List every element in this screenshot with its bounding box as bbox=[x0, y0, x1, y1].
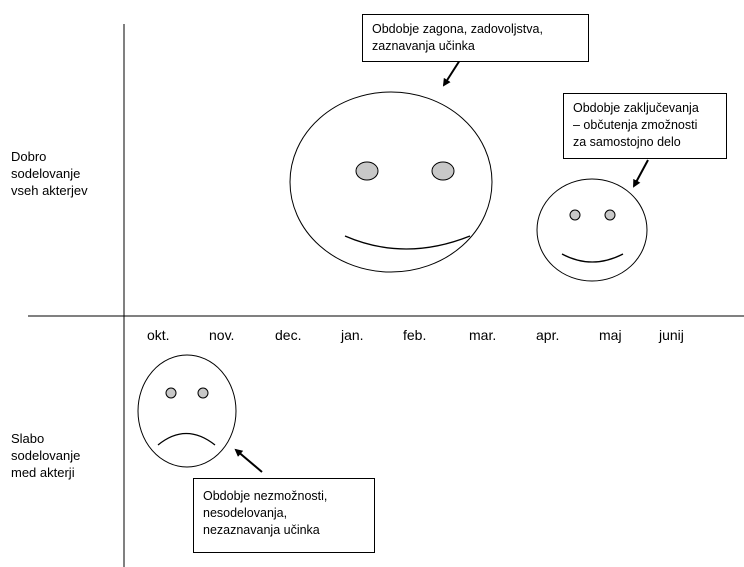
callout-closing-period: Obdobje zaključevanja – občutenja zmožno… bbox=[563, 93, 727, 159]
arrow-to-large-face bbox=[442, 59, 461, 87]
smile bbox=[344, 235, 471, 250]
month-label-maj: maj bbox=[599, 327, 622, 343]
month-label-nov: nov. bbox=[209, 327, 235, 343]
small-happy-face bbox=[536, 178, 648, 282]
eye-left bbox=[355, 161, 379, 181]
month-label-dec: dec. bbox=[275, 327, 302, 343]
y-label-poor-cooperation: Slabo sodelovanje med akterji bbox=[11, 431, 81, 480]
month-label-okt: okt. bbox=[147, 327, 170, 343]
month-label-feb: feb. bbox=[403, 327, 427, 343]
month-label-junij: junij bbox=[659, 327, 684, 343]
month-label-apr: apr. bbox=[536, 327, 560, 343]
arrow-to-small-face bbox=[633, 159, 649, 188]
month-label-jan: jan. bbox=[341, 327, 364, 343]
y-label-good-cooperation: Dobro sodelovanje vseh akterjev bbox=[11, 149, 88, 198]
large-happy-face bbox=[289, 91, 493, 273]
sad-face bbox=[137, 354, 237, 468]
arrow-to-sad-face bbox=[234, 448, 263, 473]
eye-right bbox=[197, 387, 209, 399]
callout-low-period: Obdobje nezmožnosti, nesodelovanja, neza… bbox=[193, 478, 375, 553]
eye-right bbox=[431, 161, 455, 181]
eye-right bbox=[604, 209, 616, 221]
frown bbox=[157, 432, 216, 446]
callout-start-period: Obdobje zagona, zadovoljstva, zaznavanja… bbox=[362, 14, 589, 62]
eye-left bbox=[165, 387, 177, 399]
smile bbox=[561, 253, 624, 263]
month-label-mar: mar. bbox=[469, 327, 497, 343]
eye-left bbox=[569, 209, 581, 221]
